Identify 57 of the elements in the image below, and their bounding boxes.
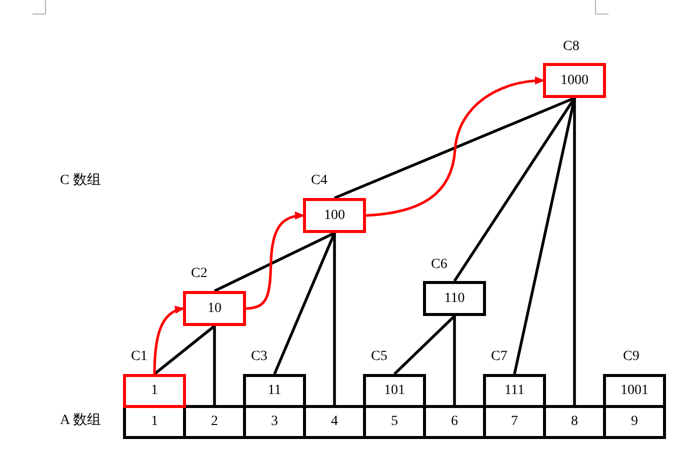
curved-arrow (153, 306, 185, 374)
array-label: C 数组 (60, 174, 101, 188)
index-number: 3 (271, 415, 278, 429)
tree-node-box (483, 374, 546, 408)
connector-line (214, 232, 336, 292)
tree-node-box (183, 291, 246, 326)
connector-line (573, 98, 576, 405)
binary-value: 11 (268, 384, 282, 398)
connector-line (394, 315, 456, 375)
binary-value: 100 (324, 208, 345, 222)
index-number: 2 (211, 415, 218, 429)
tree-node-box (603, 374, 666, 408)
index-number: 5 (391, 415, 398, 429)
node-label: C5 (371, 350, 388, 364)
connector-line (513, 98, 576, 374)
index-number: 1 (151, 415, 158, 429)
index-number: 6 (451, 415, 458, 429)
connector-line (273, 232, 336, 375)
tree-node-box (243, 374, 306, 408)
binary-value: 1001 (620, 384, 648, 398)
array-cell (303, 405, 366, 439)
tree-node-box (123, 374, 186, 408)
connector-line (154, 324, 216, 376)
connector-line (453, 316, 456, 405)
node-label: C4 (311, 174, 328, 188)
binary-value: 111 (504, 384, 524, 398)
tree-node-box (363, 374, 426, 408)
array-cell (423, 405, 486, 439)
array-cell (543, 405, 606, 439)
index-number: 7 (511, 415, 518, 429)
binary-value: 1 (151, 384, 158, 398)
node-label: C3 (251, 350, 268, 364)
node-label: C2 (191, 267, 208, 281)
tree-node-box (423, 281, 486, 316)
curved-arrow (366, 76, 545, 217)
node-label: C6 (431, 258, 448, 272)
node-label: C9 (623, 350, 640, 364)
connector-line (333, 233, 336, 405)
connector-line (213, 326, 216, 405)
index-number: 9 (631, 415, 638, 429)
tree-node-box (303, 198, 366, 233)
connector-line (334, 96, 576, 200)
node-label: C7 (491, 350, 508, 364)
tree-node-box (543, 63, 606, 98)
binary-value: 110 (444, 292, 465, 306)
curved-arrow (246, 212, 305, 310)
binary-value: 101 (384, 384, 405, 398)
array-cell (603, 405, 666, 439)
array-cell (183, 405, 246, 439)
node-label: C8 (563, 40, 580, 54)
binary-value: 1000 (560, 74, 588, 88)
node-label: C1 (131, 350, 148, 364)
array-label: A 数组 (60, 414, 101, 428)
index-number: 4 (331, 415, 338, 429)
connector-line (453, 97, 576, 282)
index-number: 8 (571, 415, 578, 429)
binary-value: 10 (208, 302, 222, 316)
